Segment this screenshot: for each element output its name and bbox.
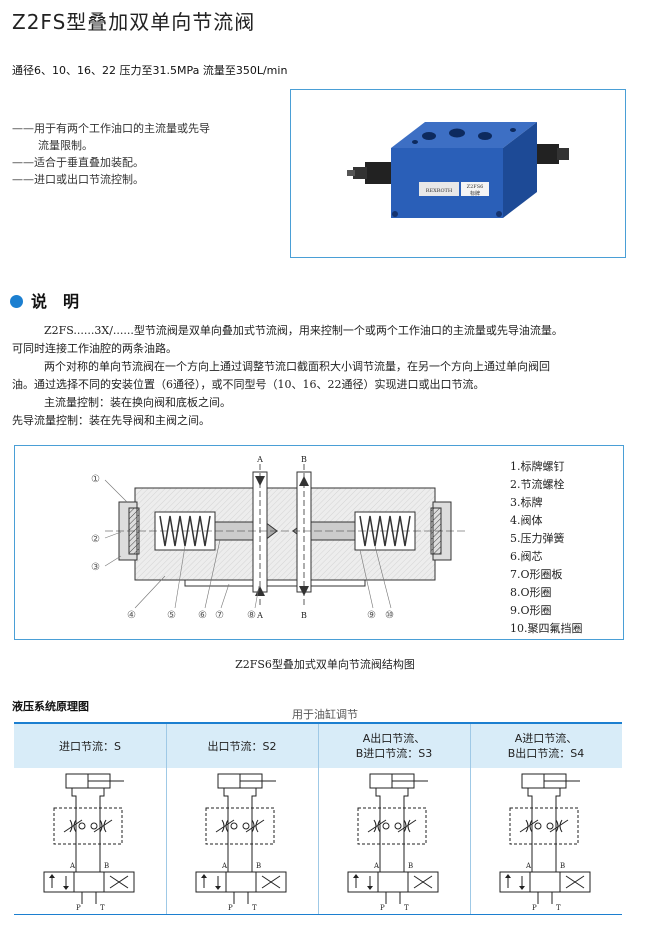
port-a-label: A [69,862,76,870]
hydraulic-usage: 用于油缸调节 [292,708,358,721]
column-divider [470,724,471,914]
legend-item: 6.阀芯 [510,550,543,563]
legend-item: 1.标牌螺钉 [510,460,565,473]
feature-item: 流量限制。 [38,139,93,152]
description-line: Z2FS......3X/......型节流阀是双单向叠加式节流阀，用来控制一个… [44,324,563,337]
description-line: 两个对称的单向节流阀在一个方向上通过调整节流口截面积大小调节流量，在另一个方向上… [44,360,550,373]
callout-9: ⑨ [367,610,376,621]
description-line: 主流量控制：装在换向阀和底板之间。 [44,396,231,409]
hydraulic-schematic: A B P T [195,773,287,912]
column-header: 出口节流：S2 [166,724,318,768]
column-divider [318,724,319,914]
hydraulic-column: 出口节流：S2 A B P T [166,724,318,914]
column-header: A出口节流、B进口节流：S3 [318,724,470,768]
structure-diagram-frame: A B A B ① ② ③ ④ ⑤ ⑥ ⑦ ⑧ ⑨ ⑩ [14,445,624,640]
legend-item: 2.节流螺栓 [510,478,565,491]
port-p-label: P [228,904,233,912]
callout-4: ④ [127,610,136,621]
description-line: 可同时连接工作油腔的两条油路。 [12,342,177,355]
structure-caption: Z2FS6型叠加式双单向节流阀结构图 [235,658,415,671]
port-b-label: B [104,862,109,870]
parts-legend: 1.标牌螺钉 2.节流螺栓 3.标牌 4.阀体 5.压力弹簧 6.阀芯 7.O形… [510,458,583,638]
port-a-label-bottom: A [256,611,263,620]
callout-10: ⑩ [385,610,394,621]
port-p-label: P [380,904,385,912]
hydraulic-schematic: A B P T [43,773,135,912]
legend-item: 8.O形圈 [510,586,552,599]
port-t-label: T [100,904,105,912]
port-b-label-bottom: B [301,611,307,620]
column-divider [166,724,167,914]
hydraulic-title: 液压系统原理图 [12,700,89,713]
callout-3: ③ [91,562,100,573]
callout-5: ⑤ [167,610,176,621]
legend-item: 7.O形圈板 [510,568,563,581]
legend-item: 5.压力弹簧 [510,532,565,545]
callout-1: ① [91,474,100,485]
callout-8: ⑧ [247,610,256,621]
plate-label: 标牌 [470,190,480,197]
hydraulic-schematic: A B P T [499,773,591,912]
hydraulic-column: A出口节流、B进口节流：S3 A B P T [318,724,470,914]
description-line: 先导流量控制：装在先导阀和主阀之间。 [12,414,210,427]
callout-7: ⑦ [215,610,224,621]
feature-item: ——进口或出口节流控制。 [12,173,144,186]
page-title: Z2FS型叠加双单向节流阀 [12,10,256,34]
port-b-label: B [256,862,261,870]
legend-item: 4.阀体 [510,514,543,527]
callout-6: ⑥ [198,610,207,621]
port-p-label: P [532,904,537,912]
feature-item: ——用于有两个工作油口的主流量或先导 [12,122,210,135]
port-a-label: A [221,862,228,870]
column-header: A进口节流、B出口节流：S4 [470,724,622,768]
port-t-label: T [252,904,257,912]
description-line: 油。通过选择不同的安装位置（6通径），或不同型号（10、16、22通径）实现进口… [12,378,485,391]
port-t-label: T [556,904,561,912]
port-t-label: T [404,904,409,912]
port-a-label-top: A [256,455,263,464]
plate-text: REXROTH [426,188,453,194]
legend-item: 3.标牌 [510,496,543,509]
legend-item: 9.O形圈 [510,604,552,617]
port-a-label: A [525,862,532,870]
hydraulic-table: 进口节流：S A B P T 出口节流：S2 A B P T A出口节流、B进口节流：S3 … [14,722,622,915]
bullet-dot-icon [10,295,23,308]
description: Z2FS......3X/......型节流阀是双单向叠加式节流阀，用来控制一个… [12,322,637,430]
column-header: 进口节流：S [14,724,166,768]
hydraulic-schematic: A B P T [347,773,439,912]
port-b-label: B [560,862,565,870]
structure-drawing: A B A B ① ② ③ ④ ⑤ ⑥ ⑦ ⑧ ⑨ ⑩ [91,455,465,621]
product-photo-frame: REXROTH Z2FS6 标牌 [290,89,626,258]
feature-item: ——适合于垂直叠加装配。 [12,156,144,169]
plate-model: Z2FS6 [467,184,484,190]
port-b-label: B [408,862,413,870]
section-title: 说 明 [10,288,79,312]
callout-2: ② [91,534,100,545]
port-b-label-top: B [301,455,307,464]
feature-list: ——用于有两个工作油口的主流量或先导 流量限制。 ——适合于垂直叠加装配。 ——… [12,120,210,188]
valve-photo-illustration: REXROTH Z2FS6 标牌 [347,122,569,218]
hydraulic-column: 进口节流：S A B P T [14,724,166,914]
legend-item: 10.聚四氟挡圈 [510,622,583,635]
hydraulic-column: A进口节流、B出口节流：S4 A B P T [470,724,622,914]
port-a-label: A [373,862,380,870]
spec-line: 通径6、10、16、22 压力至31.5MPa 流量至350L/min [12,64,288,77]
port-p-label: P [76,904,81,912]
